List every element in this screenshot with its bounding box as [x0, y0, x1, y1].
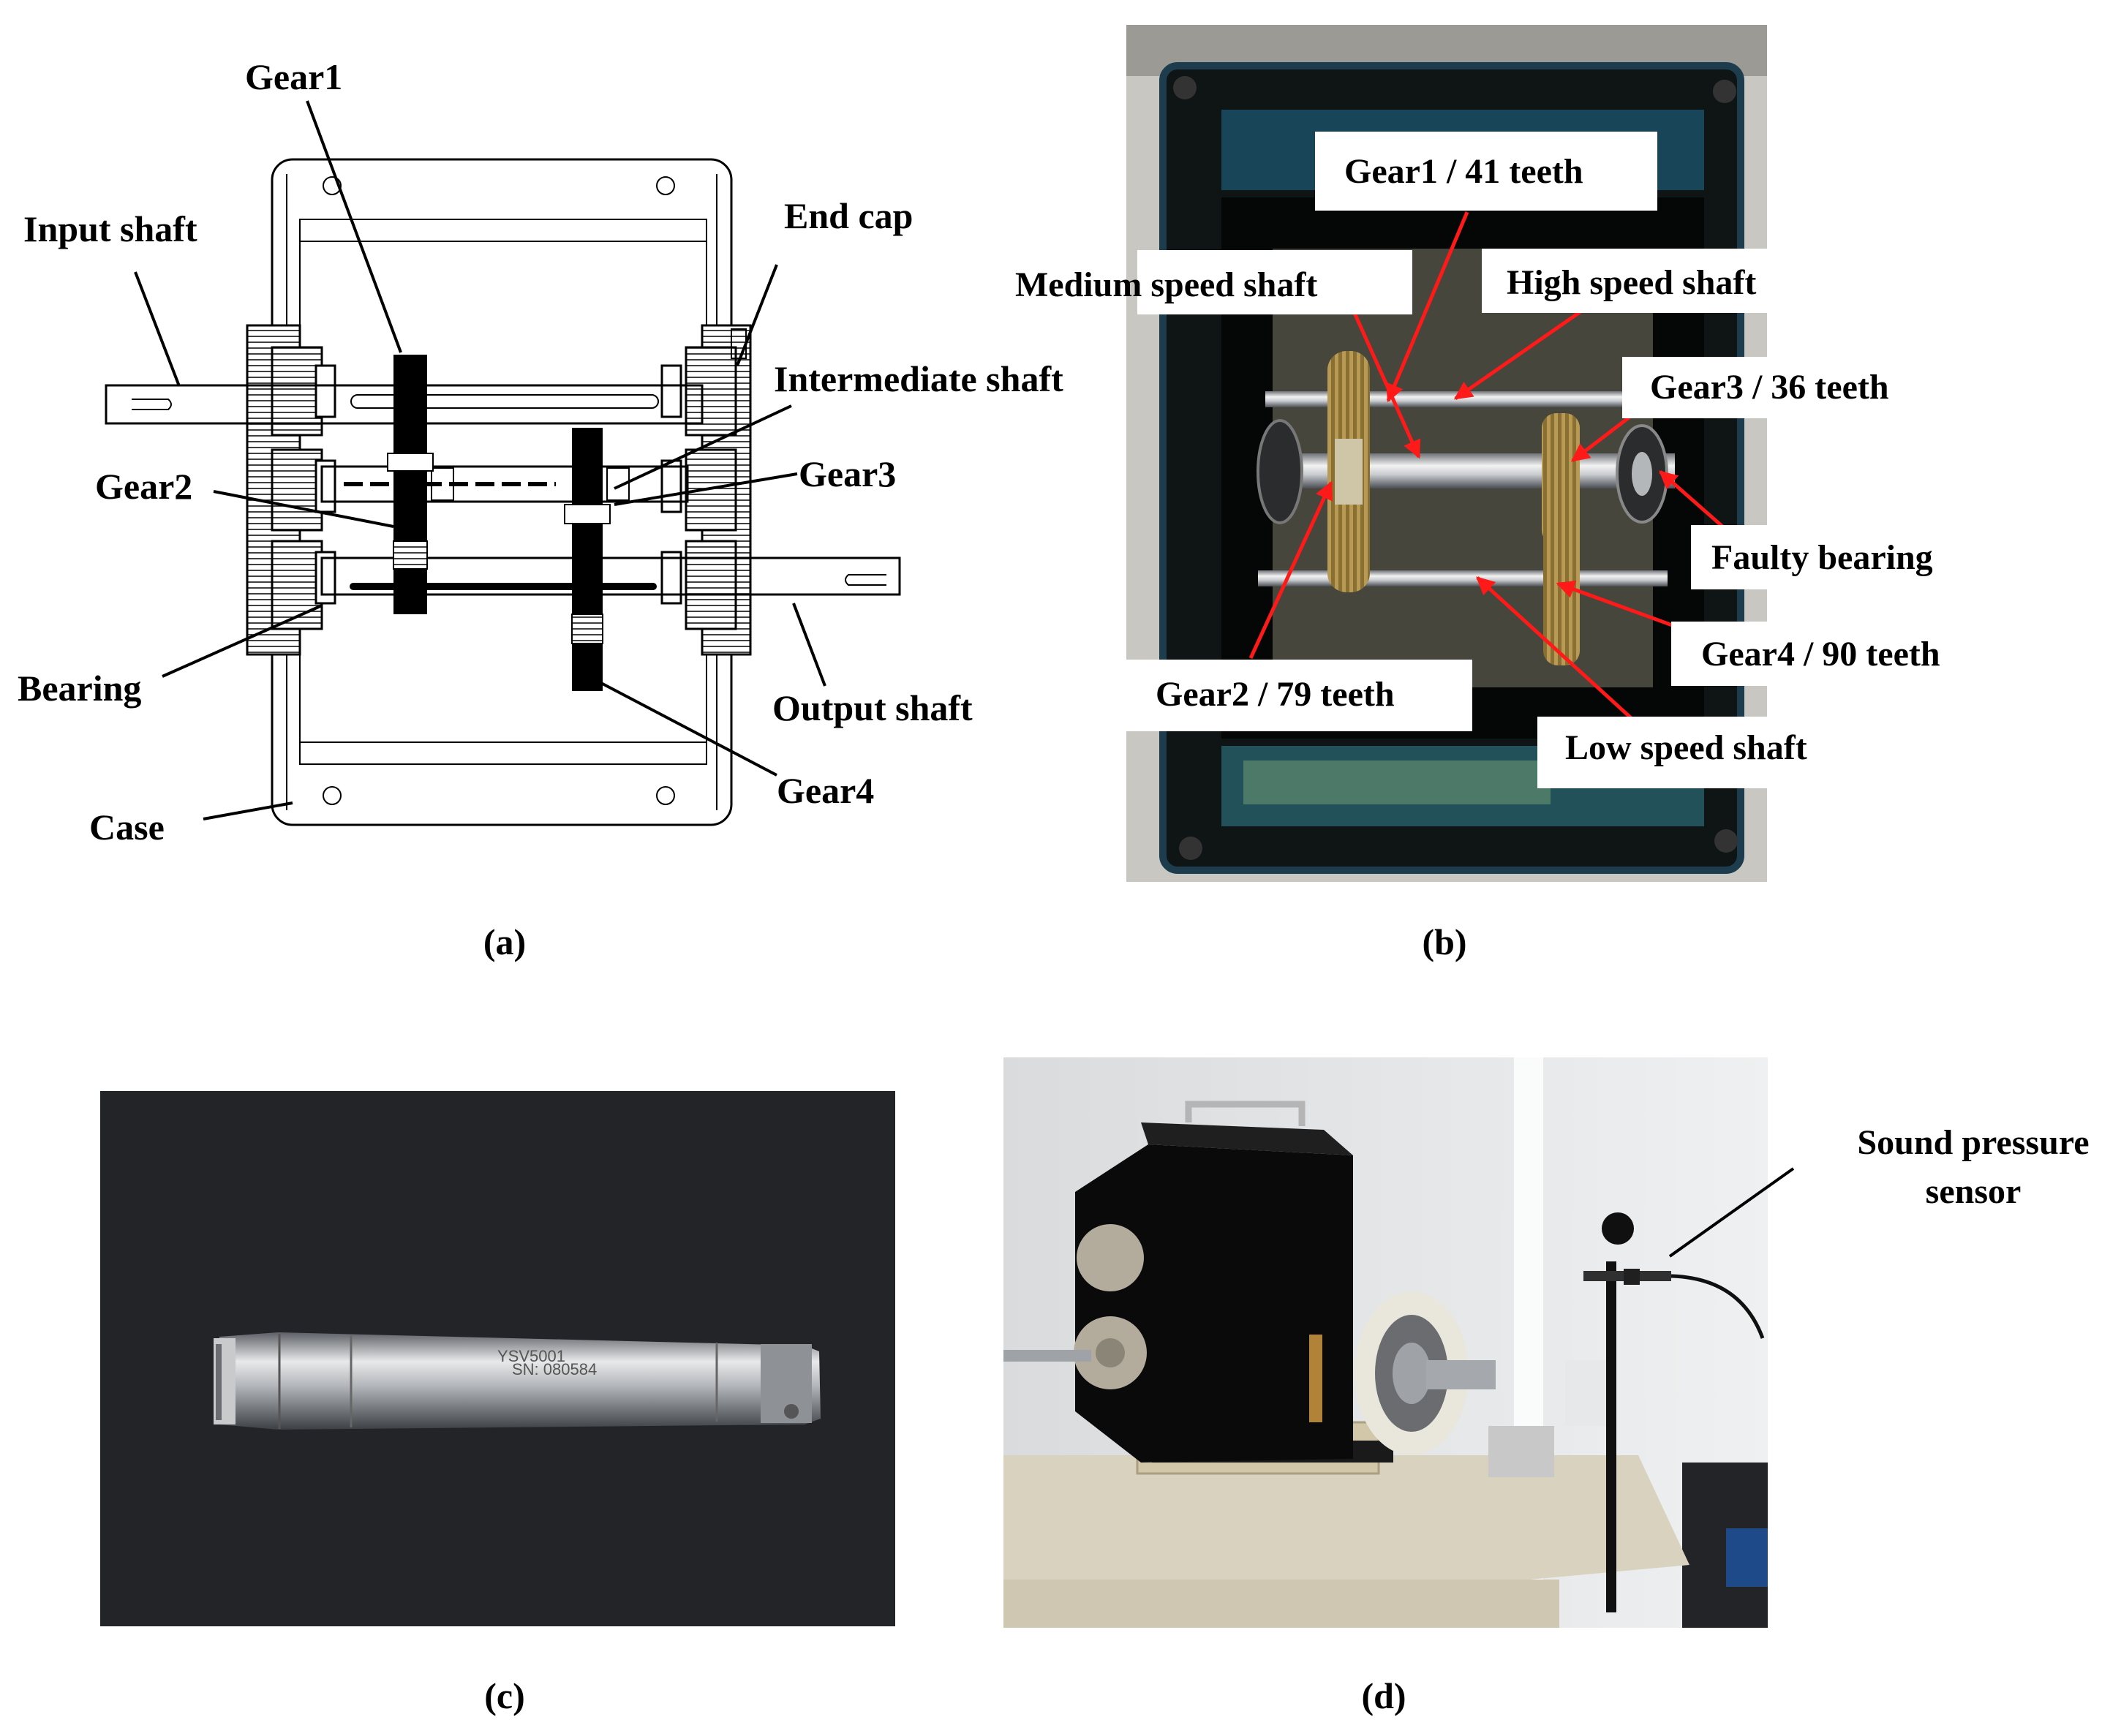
label-sound-pressure-line1: Sound pressure: [1857, 1123, 2089, 1162]
label-b-gear1: Gear1 / 41 teeth: [1344, 152, 1583, 191]
left-end-cap: [246, 324, 336, 656]
coupling-wheel: [1355, 1291, 1609, 1477]
label-gear4: Gear4: [777, 770, 874, 811]
label-b-gear4: Gear4 / 90 teeth: [1701, 635, 1940, 673]
intermediate-shaft: [320, 465, 689, 503]
label-faulty-bearing: Faulty bearing: [1711, 538, 1933, 577]
label-b-gear2: Gear2 / 79 teeth: [1156, 675, 1395, 714]
label-sound-pressure-line2: sensor: [1926, 1172, 2022, 1211]
label-gear3: Gear3: [799, 453, 896, 494]
caption-c: (c): [484, 1675, 525, 1716]
label-case: Case: [89, 807, 165, 848]
label-high-speed-shaft: High speed shaft: [1507, 263, 1756, 302]
label-low-speed-shaft: Low speed shaft: [1565, 728, 1807, 767]
label-input-shaft: Input shaft: [23, 208, 197, 249]
label-intermediate-shaft: Intermediate shaft: [774, 358, 1063, 399]
label-medium-speed-shaft: Medium speed shaft: [1015, 265, 1317, 304]
microphone-sensor: YSV5001 SN: 080584: [214, 1332, 821, 1430]
gear4-body: [572, 428, 603, 691]
label-gear1: Gear1: [245, 56, 342, 97]
caption-b: (b): [1422, 921, 1466, 962]
panel-d-photo: Sound pressure sensor (d): [1003, 1057, 2090, 1716]
sensor-engraving-serial: SN: 080584: [512, 1360, 597, 1378]
caption-a: (a): [483, 921, 526, 962]
label-b-gear3: Gear3 / 36 teeth: [1650, 368, 1889, 407]
label-bearing: Bearing: [18, 668, 141, 709]
label-end-cap: End cap: [784, 195, 913, 236]
label-gear2: Gear2: [95, 466, 192, 507]
caption-d: (d): [1361, 1675, 1406, 1716]
sound-pressure-sensor-stand: [1583, 1212, 1765, 1612]
label-output-shaft: Output shaft: [772, 687, 973, 728]
panel-b-photo: Gear1 / 41 teeth Medium speed shaft High…: [1015, 25, 1993, 962]
panel-a-schematic: Gear1 Input shaft End cap Intermediate s…: [18, 56, 1063, 962]
gearbox-housing: [1074, 1101, 1353, 1463]
gear1-body: [393, 355, 427, 614]
panel-c-photo: YSV5001 SN: 080584 (c): [100, 1091, 895, 1716]
sensor-engraving-model: YSV5001: [497, 1347, 565, 1365]
